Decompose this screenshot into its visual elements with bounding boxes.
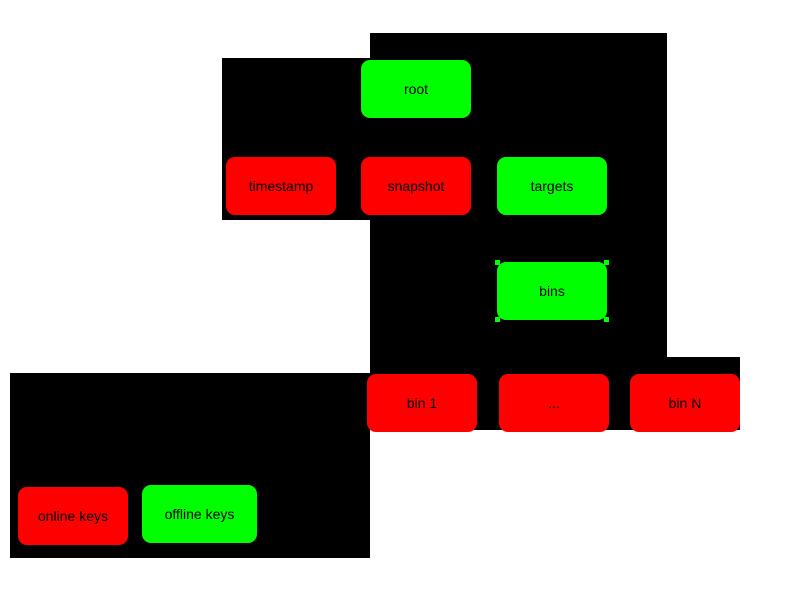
node-bin-1[interactable]: bin 1 [367, 374, 477, 432]
node-label-bin-n: bin N [668, 395, 702, 411]
node-label-targets: targets [530, 178, 574, 194]
node-label-bins: bins [539, 283, 565, 299]
node-bins-selected[interactable]: bins [495, 260, 609, 322]
node-label-online-keys: online keys [37, 508, 109, 524]
node-label-snapshot: snapshot [387, 178, 445, 194]
node-label-bin-ellipsis: ... [548, 395, 560, 411]
node-snapshot[interactable]: snapshot [361, 157, 471, 215]
node-bin-n[interactable]: bin N [630, 374, 740, 432]
node-label-offline-keys: offline keys [164, 506, 235, 522]
node-label-timestamp: timestamp [248, 178, 314, 194]
node-bin-ellipsis[interactable]: ... [499, 374, 609, 432]
node-timestamp[interactable]: timestamp [226, 157, 336, 215]
node-targets[interactable]: targets [497, 157, 607, 215]
node-label-bin-1: bin 1 [406, 395, 438, 411]
node-offline-keys[interactable]: offline keys [142, 485, 257, 543]
node-label-root: root [403, 81, 429, 97]
node-root[interactable]: root [361, 60, 471, 118]
node-online-keys[interactable]: online keys [18, 487, 128, 545]
